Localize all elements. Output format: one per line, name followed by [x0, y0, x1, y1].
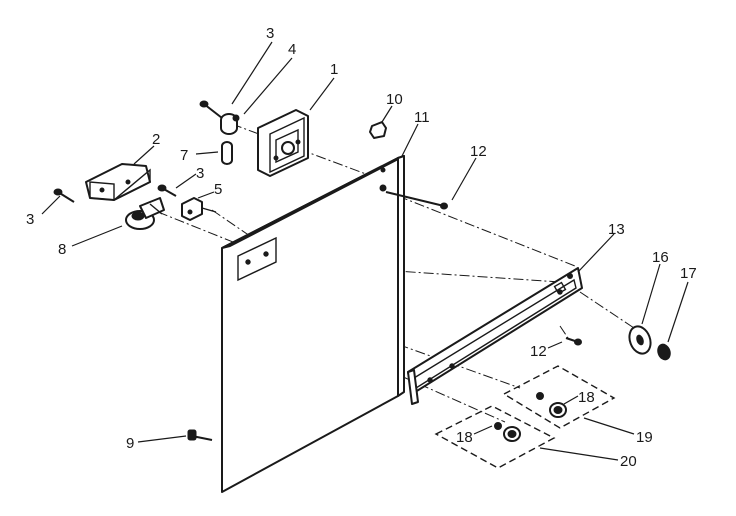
spacer — [221, 141, 233, 165]
callout-8: 8 — [58, 241, 66, 258]
control-panel-bracket — [407, 267, 583, 405]
callout-16: 16 — [652, 249, 669, 266]
callout-13: 13 — [608, 221, 625, 238]
indicator-assembly-20 — [434, 405, 556, 469]
terminal-block — [181, 197, 217, 221]
callout-20: 20 — [620, 453, 637, 470]
callout-3-left: 3 — [26, 211, 34, 228]
knob-cap — [657, 343, 671, 361]
callout-3-top: 3 — [266, 25, 274, 42]
callout-3-mid: 3 — [196, 165, 204, 182]
screw-12-bottom — [565, 337, 582, 346]
callout-11: 11 — [414, 109, 430, 126]
callout-18-left: 18 — [456, 429, 473, 446]
callout-7: 7 — [180, 147, 188, 164]
retaining-clip — [369, 121, 387, 139]
side-panel — [221, 155, 405, 493]
switch-housing — [257, 109, 309, 177]
knob — [628, 325, 652, 355]
callout-19: 19 — [636, 429, 653, 446]
indicator-assembly-19 — [502, 365, 616, 429]
callout-18-right: 18 — [578, 389, 595, 406]
callout-17: 17 — [680, 265, 697, 282]
callout-4: 4 — [288, 41, 296, 58]
screw-3-mid — [157, 184, 177, 197]
callout-5: 5 — [214, 181, 222, 198]
callout-2: 2 — [152, 131, 160, 148]
mounting-bracket — [85, 163, 151, 201]
leader-lines — [41, 41, 689, 461]
selector-switch — [125, 197, 165, 230]
screw-3-top — [199, 100, 223, 119]
screw-3-left — [53, 188, 75, 203]
callout-10: 10 — [386, 91, 403, 108]
lamp-socket — [220, 113, 240, 135]
callout-1: 1 — [330, 61, 338, 78]
callout-9: 9 — [126, 435, 134, 452]
screw-9 — [187, 429, 213, 441]
callout-labels: 3 4 1 10 11 12 2 7 3 5 3 8 13 16 17 12 1… — [26, 25, 697, 470]
screw-12-top — [385, 191, 448, 210]
callout-12-bottom: 12 — [530, 343, 547, 360]
callout-12-top: 12 — [470, 143, 487, 160]
